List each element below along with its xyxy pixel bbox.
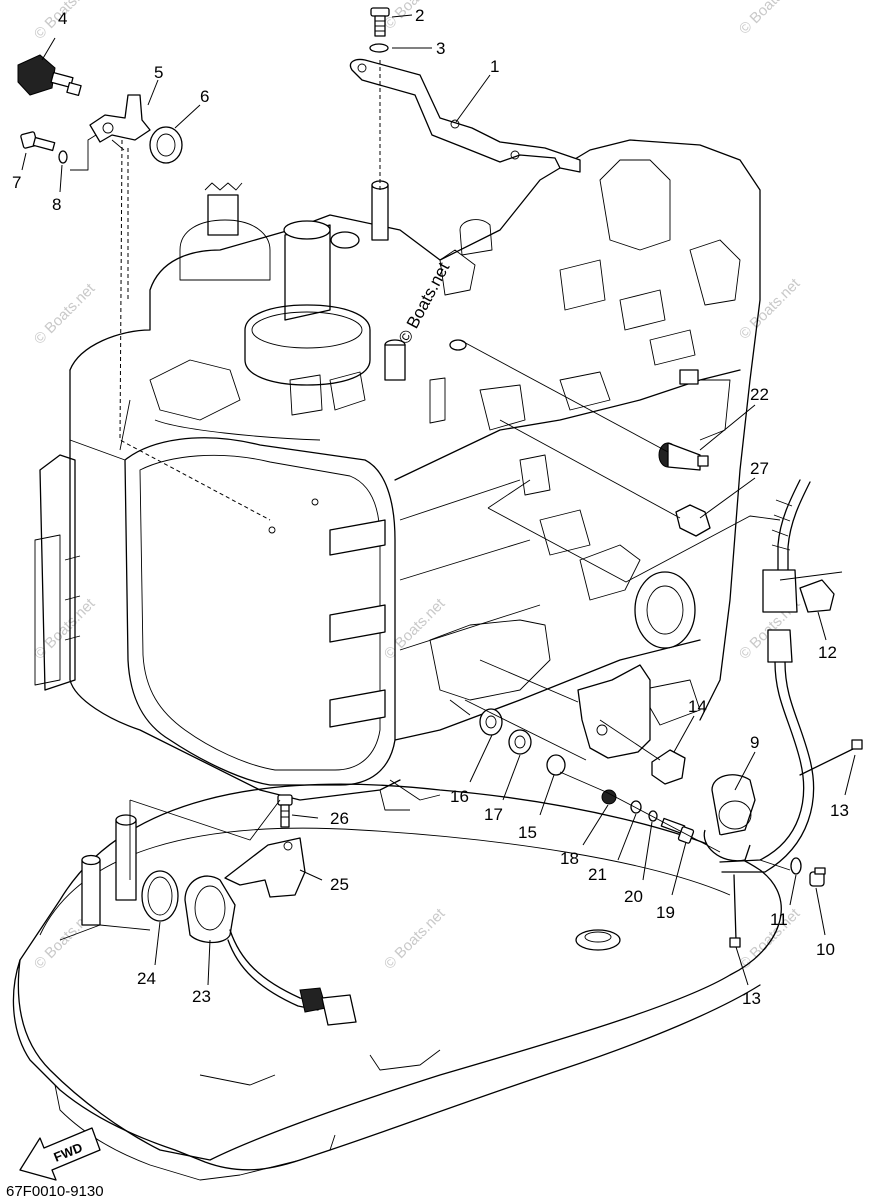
callout-18: 18	[560, 849, 579, 868]
assembly-lines	[70, 60, 843, 880]
watermark: © Boats.net	[736, 0, 804, 38]
callout-22: 22	[750, 385, 769, 404]
callout-11: 11	[770, 910, 788, 929]
watermark: © Boats.net	[31, 280, 99, 348]
part-3-washer	[369, 43, 389, 53]
part-6-grommet	[149, 126, 183, 164]
part-10-bolt	[809, 867, 826, 887]
callout-25: 25	[330, 875, 349, 894]
part-11-washer	[790, 857, 802, 875]
callout-19: 19	[656, 903, 675, 922]
watermark: © Boats.net	[736, 275, 804, 343]
callout-8: 8	[52, 195, 61, 214]
part-19-bolt	[660, 817, 695, 844]
part-7-bolt	[20, 131, 56, 152]
part-24-o-ring	[141, 870, 179, 922]
bottom-cowling	[12, 783, 782, 1181]
callout-21: 21	[588, 865, 607, 884]
part-21-washer	[630, 800, 642, 814]
part-27-holder	[675, 504, 711, 537]
part-26-bolt	[277, 794, 293, 828]
callout-10: 10	[816, 940, 835, 959]
parts	[17, 7, 863, 1026]
part-14-clip	[651, 749, 686, 785]
callout-13-lower: 13	[742, 989, 761, 1008]
callout-27: 27	[750, 459, 769, 478]
leader-lines	[21, 14, 856, 986]
part-2-bolt	[370, 7, 390, 37]
part-25-bracket	[224, 837, 306, 898]
part-5-clamp	[89, 94, 151, 143]
wire-harness	[719, 479, 815, 873]
part-8-washer	[58, 150, 68, 164]
callout-24: 24	[137, 969, 156, 988]
part-17-collar	[508, 729, 532, 755]
watermarks: © Boats.net © Boats.net © Boats.net © Bo…	[31, 0, 804, 973]
fwd-arrow-icon	[19, 1127, 101, 1181]
callout-labels: 1 2 3 4 5 6 7 8 9 10 11 12 13 13 14 15 1…	[12, 6, 849, 1008]
callout-20: 20	[624, 887, 643, 906]
part-13-cable-tie	[729, 739, 863, 948]
part-1-bracket	[349, 58, 581, 173]
callout-1: 1	[490, 57, 499, 76]
callout-15: 15	[518, 823, 537, 842]
callout-16: 16	[450, 787, 469, 806]
callout-13-upper: 13	[830, 801, 849, 820]
callout-23: 23	[192, 987, 211, 1006]
part-9-coil	[703, 774, 756, 862]
callout-5: 5	[154, 63, 163, 82]
callout-7: 7	[12, 173, 21, 192]
part-12-clip	[799, 579, 835, 613]
part-15-washer	[546, 754, 566, 776]
part-18-washer	[601, 789, 617, 805]
watermark-center: © Boats.net	[395, 259, 454, 347]
callout-6: 6	[200, 87, 209, 106]
callout-4: 4	[58, 9, 67, 28]
forward-direction-indicator: FWD	[19, 1127, 101, 1181]
callout-17: 17	[484, 805, 503, 824]
callout-12: 12	[818, 643, 837, 662]
callout-9: 9	[750, 733, 759, 752]
watermark: © Boats.net	[381, 595, 449, 663]
callout-2: 2	[415, 6, 424, 25]
part-20-washer	[648, 810, 658, 822]
drawing-code: 67F0010-9130	[6, 1183, 104, 1200]
part-23-connector	[184, 875, 357, 1026]
watermark: © Boats.net	[31, 595, 99, 663]
callout-26: 26	[330, 809, 349, 828]
watermark: © Boats.net	[381, 905, 449, 973]
callout-3: 3	[436, 39, 445, 58]
callout-14: 14	[688, 697, 707, 716]
part-4-sensor	[17, 54, 82, 97]
part-22-switch	[658, 442, 709, 471]
engine-block	[34, 139, 761, 811]
